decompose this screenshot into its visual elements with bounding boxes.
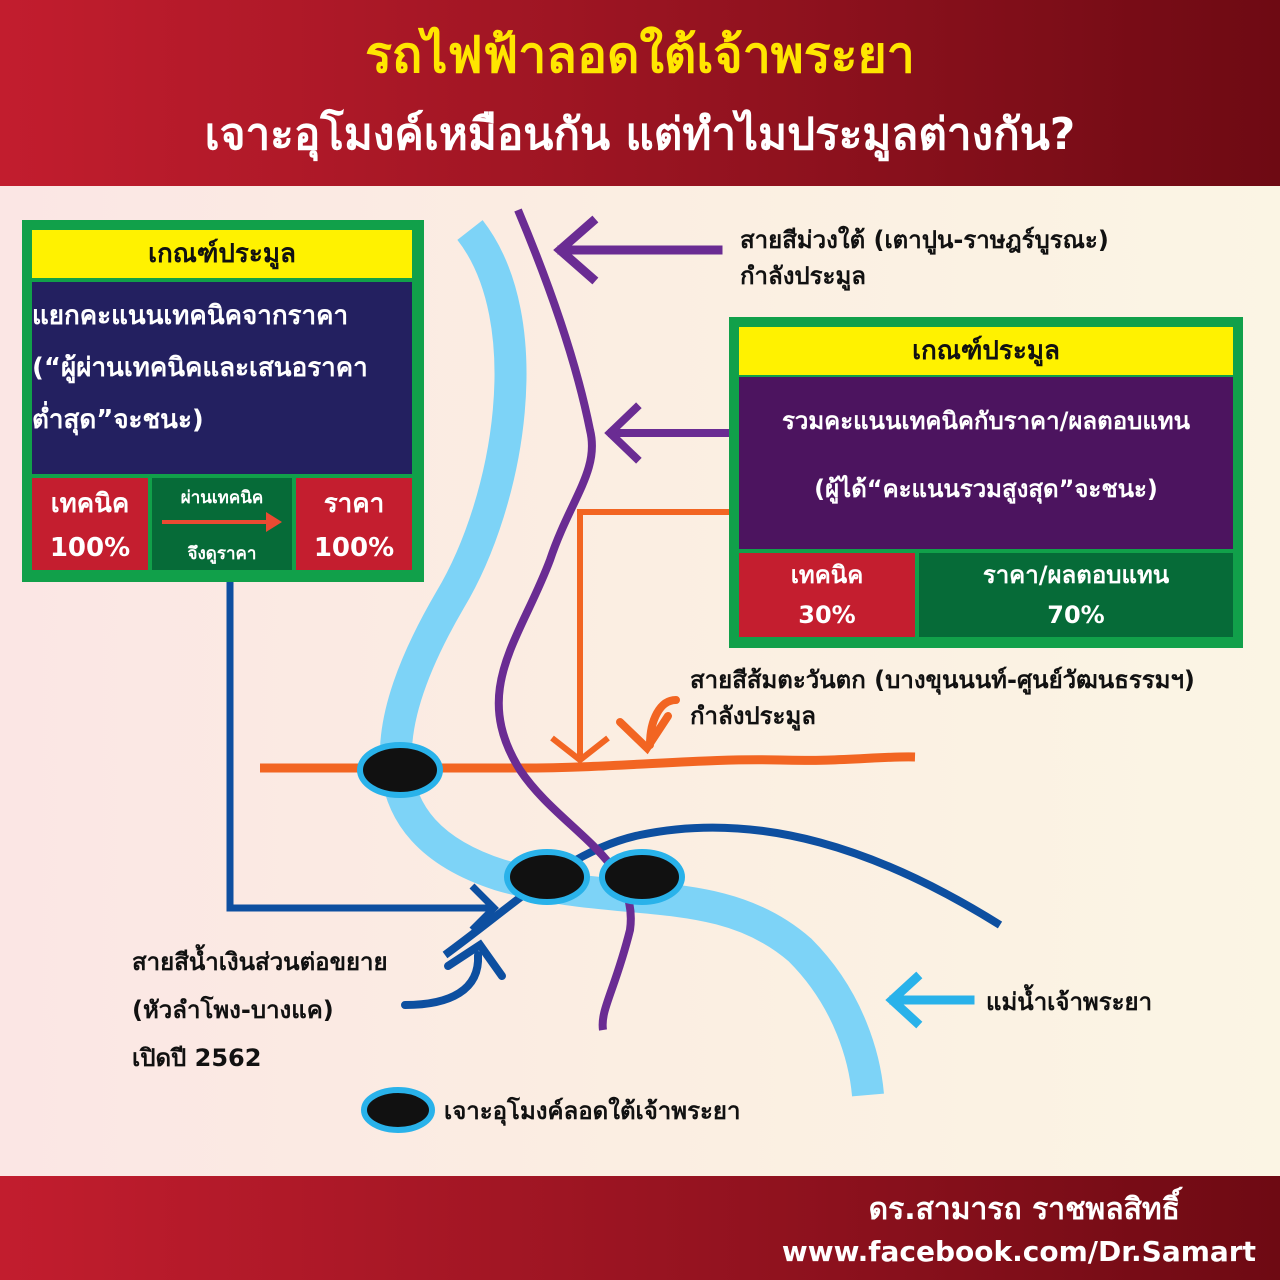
- legend-tunnel-label: เจาะอุโมงค์ลอดใต้เจ้าพระยา: [444, 1097, 741, 1125]
- left-box-desc-1: แยกคะแนนเทคนิคจากราคา: [32, 301, 349, 331]
- left-box-middle-cell: ผ่านเทคนิค จึงดูราคา: [152, 478, 292, 570]
- right-criteria-box: เกณฑ์ประมูล รวมคะแนนเทคนิคกับราคา/ผลตอบแ…: [729, 317, 1243, 648]
- right-box-desc-2: (ผู้ได้“คะแนนรวมสูงสุด”จะชนะ): [814, 475, 1158, 503]
- left-price-label: ราคา: [323, 489, 385, 519]
- tunnel-marker-purple: [599, 849, 685, 905]
- right-price-value: 70%: [1047, 601, 1105, 629]
- blue-line-open: เปิดปี 2562: [132, 1044, 262, 1072]
- left-middle-arrow-head: [266, 512, 282, 532]
- right-box-price-cell: ราคา/ผลตอบแทน 70%: [919, 553, 1233, 637]
- purple-line-status: กำลังประมูล: [740, 262, 866, 290]
- author-name: ดร.สามารถ ราชพลสิทธิ์: [868, 1192, 1180, 1227]
- orange-arrow-box: [550, 509, 729, 764]
- orange-line-label: สายสีส้มตะวันตก (บางขุนนนท์-ศูนย์วัฒนธรร…: [690, 662, 1195, 734]
- purple-line-path: [494, 208, 635, 1031]
- tunnel-marker-orange: [357, 742, 443, 798]
- purple-arrow-top: [553, 215, 723, 285]
- left-box-desc-2: (“ผู้ผ่านเทคนิคและเสนอราคา: [32, 353, 368, 383]
- purple-arrow-box: [604, 402, 733, 464]
- blue-line-path: [442, 823, 1003, 959]
- blue-line-route: (หัวลำโพง-บางแค): [132, 996, 334, 1024]
- left-price-value: 100%: [313, 533, 395, 563]
- orange-line-name: สายสีส้มตะวันตก (บางขุนนนท์-ศูนย์วัฒนธรร…: [690, 666, 1195, 694]
- purple-line-name: สายสีม่วงใต้ (เตาปูน-ราษฎร์บูรณะ): [740, 226, 1109, 254]
- left-criteria-box: เกณฑ์ประมูล แยกคะแนนเทคนิคจากราคา (“ผู้ผ…: [22, 220, 424, 582]
- orange-line-path: [260, 752, 916, 773]
- legend-tunnel-icon: [361, 1087, 435, 1133]
- left-box-price-cell: ราคา 100%: [296, 478, 412, 570]
- river-path: [379, 220, 884, 1097]
- footer-banner: ดร.สามารถ ราชพลสิทธิ์ www.facebook.com/D…: [0, 1176, 1280, 1280]
- blue-arrow-box: [226, 575, 499, 933]
- header-banner: รถไฟฟ้าลอดใต้เจ้าพระยา เจาะอุโมงค์เหมือน…: [0, 0, 1280, 186]
- left-middle-top: ผ่านเทคนิค: [180, 488, 264, 508]
- river-label: แม่น้ำเจ้าพระยา: [986, 988, 1153, 1016]
- left-box-description: แยกคะแนนเทคนิคจากราคา (“ผู้ผ่านเทคนิคและ…: [32, 282, 412, 474]
- left-middle-bottom: จึงดูราคา: [187, 544, 257, 564]
- title-line-2: เจาะอุโมงค์เหมือนกัน แต่ทำไมประมูลต่างกั…: [204, 109, 1076, 160]
- purple-line-label: สายสีม่วงใต้ (เตาปูน-ราษฎร์บูรณะ) กำลังป…: [740, 222, 1109, 294]
- blue-line-label: สายสีน้ำเงินส่วนต่อขยาย (หัวลำโพง-บางแค)…: [132, 938, 388, 1082]
- left-tech-value: 100%: [49, 533, 131, 563]
- left-middle-arrow: [162, 520, 272, 524]
- left-box-desc-3: ต่ำสุด”จะชนะ): [32, 405, 204, 435]
- right-box-heading: เกณฑ์ประมูล: [739, 327, 1233, 375]
- right-tech-label: เทคนิค: [790, 561, 864, 589]
- title-line-1: รถไฟฟ้าลอดใต้เจ้าพระยา: [365, 26, 915, 84]
- blue-arrow-label: [401, 939, 506, 1009]
- left-tech-label: เทคนิค: [50, 489, 130, 519]
- facebook-url[interactable]: www.facebook.com/Dr.Samart: [781, 1235, 1256, 1268]
- right-price-label: ราคา/ผลตอบแทน: [982, 561, 1170, 589]
- tunnel-marker-blue: [504, 849, 590, 905]
- blue-line-name: สายสีน้ำเงินส่วนต่อขยาย: [132, 948, 388, 976]
- river-arrow: [885, 971, 975, 1029]
- left-box-heading: เกณฑ์ประมูล: [32, 230, 412, 278]
- right-tech-value: 30%: [798, 601, 856, 629]
- right-box-tech-cell: เทคนิค 30%: [739, 553, 915, 637]
- right-box-description: รวมคะแนนเทคนิคกับราคา/ผลตอบแทน (ผู้ได้“ค…: [739, 377, 1233, 549]
- left-box-tech-cell: เทคนิค 100%: [32, 478, 148, 570]
- orange-arrow-label: [616, 696, 680, 755]
- right-box-desc-1: รวมคะแนนเทคนิคกับราคา/ผลตอบแทน: [781, 407, 1191, 435]
- orange-line-status: กำลังประมูล: [690, 702, 816, 730]
